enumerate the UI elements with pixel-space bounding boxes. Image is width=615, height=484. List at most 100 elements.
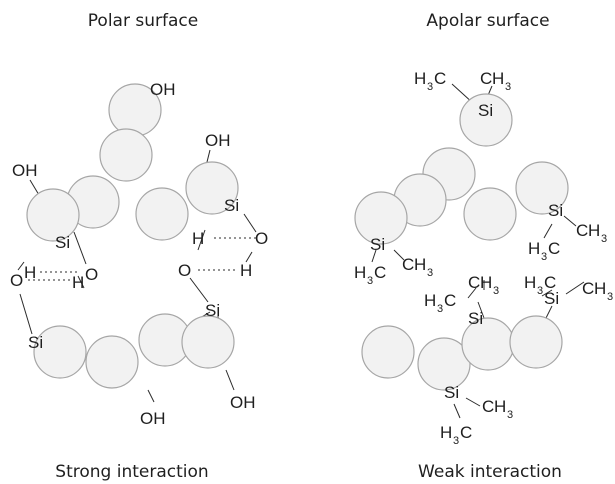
svg-text:C: C — [460, 423, 472, 442]
svg-text:C: C — [402, 255, 414, 274]
label-si: Si — [468, 309, 483, 328]
title-weak-interaction: Weak interaction — [418, 462, 562, 482]
label-h: H — [240, 261, 252, 280]
svg-text:C: C — [548, 239, 560, 258]
svg-text:3: 3 — [437, 303, 443, 315]
svg-text:3: 3 — [505, 81, 511, 93]
label-si: Si — [370, 235, 385, 254]
label-oh: OH — [12, 161, 38, 180]
label-si: Si — [55, 233, 70, 252]
silica-atom — [463, 187, 517, 241]
svg-text:3: 3 — [493, 285, 499, 297]
silica-atom — [135, 187, 189, 241]
svg-text:C: C — [480, 69, 492, 88]
bond — [77, 275, 85, 289]
label-oh: OH — [230, 393, 256, 412]
silica-atom — [185, 161, 239, 215]
svg-text:C: C — [374, 263, 386, 282]
label-o: O — [255, 229, 268, 248]
bond — [197, 229, 206, 251]
silica-atom — [417, 337, 471, 391]
label-h3c: H 3 C — [528, 239, 560, 263]
label-si: Si — [205, 301, 220, 320]
label-h3c: H 3 C — [354, 263, 386, 287]
silica-atom — [181, 315, 235, 369]
label-o: O — [178, 261, 191, 280]
bond — [563, 215, 577, 227]
silica-atom — [509, 315, 563, 369]
label-ch3: C H 3 — [402, 255, 433, 279]
label-ch3: C H 3 — [482, 397, 513, 421]
title-apolar-surface: Apolar surface — [426, 11, 549, 31]
svg-text:3: 3 — [507, 409, 513, 421]
label-si: Si — [478, 101, 493, 120]
bond — [453, 403, 461, 419]
bond — [541, 289, 553, 297]
label-h3c: H 3 C — [414, 69, 446, 93]
label-o: O — [10, 271, 23, 290]
silica-atom — [85, 335, 139, 389]
silica-atom — [99, 128, 153, 182]
svg-text:H: H — [528, 239, 540, 258]
svg-text:3: 3 — [607, 291, 613, 303]
silica-atom — [361, 325, 415, 379]
svg-text:H: H — [524, 273, 536, 292]
label-o: O — [85, 265, 98, 284]
svg-text:3: 3 — [427, 81, 433, 93]
svg-text:H: H — [480, 273, 492, 292]
svg-text:H: H — [424, 291, 436, 310]
label-ch3: C H 3 — [576, 221, 607, 245]
svg-text:C: C — [582, 279, 594, 298]
silica-atom — [33, 325, 87, 379]
bond — [393, 249, 405, 261]
label-h: H — [24, 263, 36, 282]
label-ch3: C H 3 — [582, 279, 613, 303]
label-h: H — [192, 229, 204, 248]
bond — [371, 249, 377, 263]
title-strong-interaction: Strong interaction — [55, 462, 208, 482]
label-h3c: H 3 C — [424, 291, 456, 315]
bond — [465, 397, 481, 407]
bond — [17, 261, 25, 271]
svg-text:C: C — [444, 291, 456, 310]
bond — [245, 251, 253, 263]
silica-atom — [354, 191, 408, 245]
svg-text:3: 3 — [537, 285, 543, 297]
label-h3c: H 3 C — [440, 423, 472, 447]
label-h: H — [72, 273, 84, 292]
label-oh: OH — [150, 80, 176, 99]
bond — [225, 369, 235, 391]
title-polar-surface: Polar surface — [88, 11, 198, 31]
svg-text:H: H — [440, 423, 452, 442]
bond — [477, 301, 485, 319]
svg-text:C: C — [434, 69, 446, 88]
bond — [467, 287, 477, 299]
svg-text:H: H — [414, 69, 426, 88]
apolar-surface-group: H 3 C C H 3 Si Si C H 3 H 3 C Si H 3 C C — [354, 69, 613, 447]
bond — [189, 277, 209, 303]
silica-atom — [515, 161, 569, 215]
label-si: Si — [548, 201, 563, 220]
label-h3c: H 3 C — [524, 273, 556, 297]
svg-text:H: H — [494, 397, 506, 416]
silica-atom — [459, 93, 513, 147]
label-ch3: C H 3 — [468, 273, 499, 297]
label-oh: OH — [140, 409, 166, 428]
svg-text:C: C — [468, 273, 480, 292]
svg-text:H: H — [588, 221, 600, 240]
svg-text:H: H — [354, 263, 366, 282]
svg-text:3: 3 — [601, 233, 607, 245]
bond — [147, 389, 155, 403]
label-oh: OH — [205, 131, 231, 150]
label-si: Si — [544, 289, 559, 308]
label-si: Si — [444, 383, 459, 402]
svg-text:H: H — [492, 69, 504, 88]
svg-text:H: H — [594, 279, 606, 298]
svg-text:C: C — [576, 221, 588, 240]
svg-text:3: 3 — [541, 251, 547, 263]
silica-atom — [26, 188, 80, 242]
bond — [565, 281, 585, 295]
svg-text:C: C — [544, 273, 556, 292]
